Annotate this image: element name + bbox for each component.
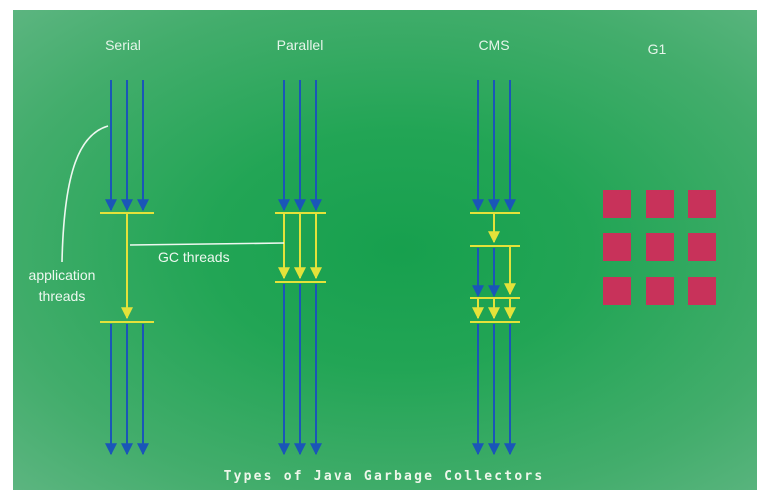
column-label-g1: G1 [648,41,667,57]
serial-collector [100,80,154,456]
g1-region-grid [603,190,716,305]
diagram-caption: Types of Java Garbage Collectors [224,469,545,484]
g1-region [603,277,631,305]
application-threads-label: threads [39,288,86,304]
g1-region [646,190,674,218]
column-label-cms: CMS [478,37,509,53]
column-label-parallel: Parallel [277,37,324,53]
g1-region [646,277,674,305]
application-threads-pointer [61,125,109,263]
g1-region [646,233,674,261]
column-label-serial: Serial [105,37,141,53]
diagram-background [13,10,757,490]
gc-threads-label: GC threads [158,249,230,265]
g1-region [688,277,716,305]
g1-region [688,233,716,261]
g1-region [603,233,631,261]
parallel-collector [275,80,326,456]
gc-threads-pointer [129,242,285,246]
g1-region [603,190,631,218]
application-threads-label: application [29,267,96,283]
g1-region [688,190,716,218]
cms-collector [470,80,520,456]
